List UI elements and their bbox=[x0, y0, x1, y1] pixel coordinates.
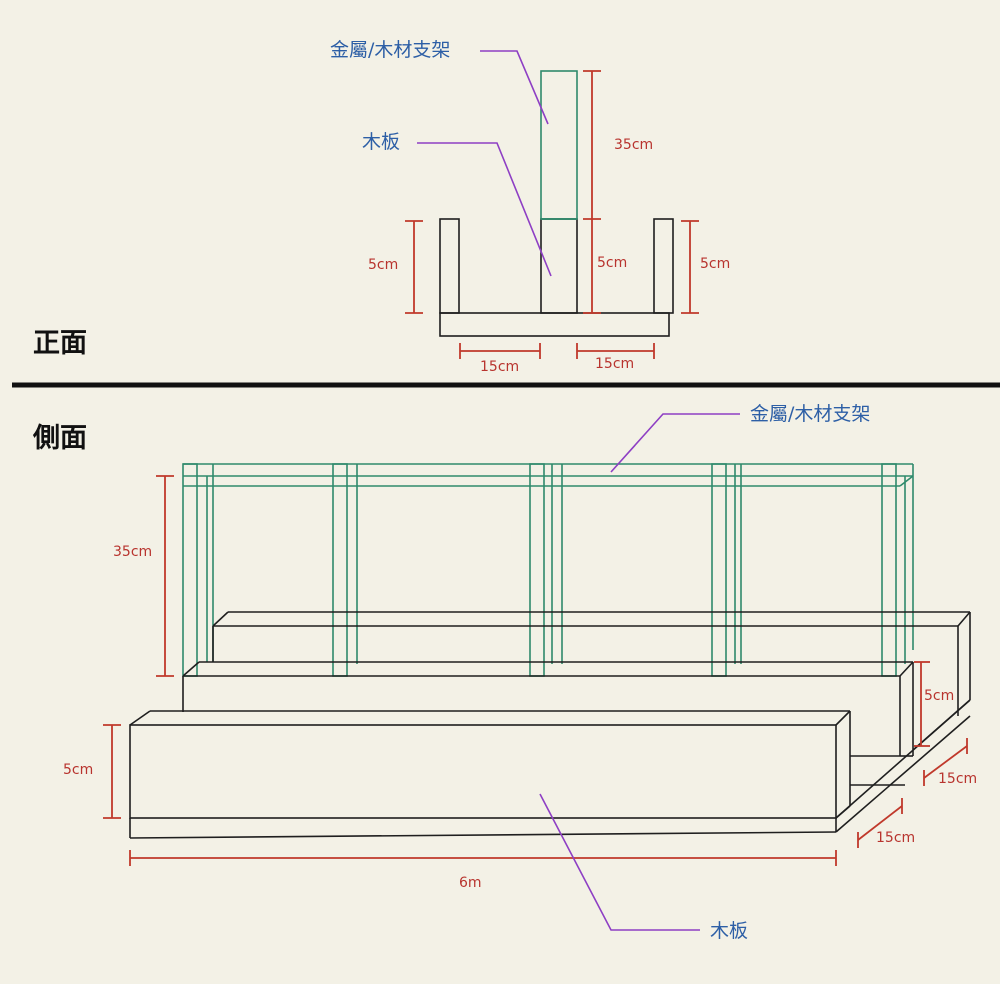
front-dim-15cm-right-label: 15cm bbox=[595, 356, 634, 372]
side-dim-35cm-label: 35cm bbox=[113, 544, 152, 560]
side-view-title: 側面 bbox=[32, 423, 87, 454]
front-support-leader bbox=[480, 50, 549, 125]
side-dim-35cm bbox=[156, 475, 174, 677]
front-board-label: 木板 bbox=[362, 131, 400, 153]
side-dim-5cm-back bbox=[914, 661, 930, 747]
side-board-label: 木板 bbox=[710, 920, 748, 942]
side-middle-board bbox=[182, 661, 914, 756]
front-dim-5cm-right bbox=[681, 220, 699, 314]
front-board-leader bbox=[417, 142, 552, 277]
side-support-leader bbox=[610, 413, 740, 473]
side-support-posts bbox=[182, 463, 914, 677]
side-dim-6m-label: 6m bbox=[459, 875, 482, 891]
side-dim-15cm-front bbox=[857, 798, 903, 848]
front-support bbox=[540, 70, 578, 220]
front-dim-5cm-right-label: 5cm bbox=[700, 256, 730, 272]
front-view: 35cm 5cm 5cm 5cm 15cm 15cm 金屬/木材支架 木板 正面 bbox=[33, 39, 730, 375]
front-dim-15cm-left bbox=[459, 343, 541, 359]
front-dim-5cm-center bbox=[583, 219, 601, 314]
side-front-board bbox=[129, 710, 851, 819]
front-dim-35cm-label: 35cm bbox=[614, 137, 653, 153]
front-base-board bbox=[439, 312, 670, 337]
side-support-frame bbox=[183, 463, 914, 487]
side-dim-5cm-front-label: 5cm bbox=[63, 762, 93, 778]
front-dim-35cm bbox=[583, 70, 601, 220]
side-base-platform bbox=[129, 699, 971, 839]
side-dim-6m bbox=[129, 850, 837, 866]
side-dim-15cm-back-label: 15cm bbox=[938, 771, 977, 787]
side-dim-15cm-front-label: 15cm bbox=[876, 830, 915, 846]
side-back-board bbox=[212, 611, 971, 716]
front-dim-15cm-right bbox=[576, 343, 655, 359]
front-dim-5cm-left-label: 5cm bbox=[368, 257, 398, 273]
side-dim-5cm-back-label: 5cm bbox=[924, 688, 954, 704]
front-left-wall bbox=[439, 218, 460, 314]
front-dim-15cm-left-label: 15cm bbox=[480, 359, 519, 375]
side-board-leader bbox=[539, 793, 700, 931]
side-view: 側面 bbox=[32, 403, 977, 942]
side-dim-5cm-front bbox=[103, 724, 121, 819]
side-support-label: 金屬/木材支架 bbox=[750, 403, 870, 425]
side-dim-15cm-back bbox=[923, 738, 968, 786]
front-right-wall bbox=[653, 218, 674, 314]
front-view-title: 正面 bbox=[33, 328, 87, 359]
front-dim-5cm-left bbox=[405, 220, 423, 314]
front-dim-5cm-center-label: 5cm bbox=[597, 255, 627, 271]
front-support-label: 金屬/木材支架 bbox=[330, 39, 450, 61]
